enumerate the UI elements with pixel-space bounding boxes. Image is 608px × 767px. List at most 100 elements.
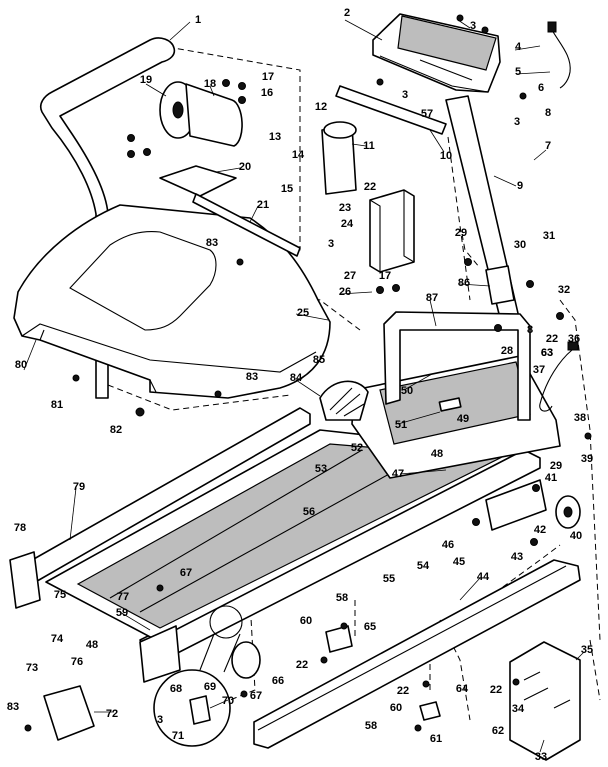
part-callout-7: 7: [545, 140, 551, 152]
detail-source-circle: [209, 605, 243, 639]
part-callout-69: 69: [204, 681, 216, 693]
part-callout-63: 63: [541, 347, 553, 359]
power-cord-lower: [539, 349, 573, 412]
side-step-rail: [253, 559, 581, 749]
part-callout-2: 2: [344, 7, 350, 19]
part-callout-54: 54: [417, 560, 430, 572]
speed-sensor: [419, 701, 441, 721]
power-cord-plug-upper: [547, 21, 557, 33]
part-callout-43: 43: [511, 551, 523, 563]
part-callout-87: 87: [426, 292, 438, 304]
part-callout-46: 46: [442, 539, 454, 551]
part-callout-83: 83: [7, 701, 19, 713]
part-callout-16: 16: [261, 87, 273, 99]
part-callout-37: 37: [533, 364, 545, 376]
transport-wheel-hub: [563, 506, 573, 518]
part-callout-4: 4: [515, 41, 522, 53]
part-callout-35: 35: [581, 644, 593, 656]
pulley-spokes: [329, 387, 365, 417]
part-callout-40: 40: [570, 530, 582, 542]
part-callout-22: 22: [490, 684, 502, 696]
controller-board: [509, 641, 581, 761]
part-callout-60: 60: [300, 615, 312, 627]
part-callout-85: 85: [313, 354, 325, 366]
console-display-strip: [397, 15, 497, 71]
part-callout-73: 73: [26, 662, 38, 674]
part-callout-29: 29: [550, 460, 562, 472]
part-callout-25: 25: [297, 307, 309, 319]
part-callout-68: 68: [170, 683, 182, 695]
motor-hood-lip: [39, 329, 157, 393]
part-callout-62: 62: [492, 725, 504, 737]
part-callout-18: 18: [204, 78, 216, 90]
part-callout-23: 23: [339, 202, 351, 214]
rear-foot-cover: [43, 685, 95, 741]
part-callout-8: 8: [527, 324, 533, 336]
sensor-bracket: [325, 625, 353, 653]
part-callout-17: 17: [262, 71, 274, 83]
part-callout-14: 14: [292, 149, 305, 161]
part-callout-48: 48: [86, 639, 98, 651]
part-callout-9: 9: [517, 180, 523, 192]
part-callout-10: 10: [440, 150, 452, 162]
part-callout-17: 17: [379, 270, 391, 282]
walking-belt-seam: [109, 449, 401, 613]
part-callout-60: 60: [390, 702, 402, 714]
part-callout-86: 86: [458, 277, 470, 289]
part-callout-64: 64: [456, 683, 469, 695]
part-callout-70: 70: [222, 695, 234, 707]
part-callout-21: 21: [257, 199, 269, 211]
power-cord-upper: [551, 29, 571, 89]
controller-bracket-side: [369, 190, 415, 272]
upper-cross-rod: [335, 85, 447, 135]
part-callout-3: 3: [514, 116, 520, 128]
part-callout-55: 55: [383, 573, 395, 585]
part-callout-45: 45: [453, 556, 465, 568]
part-callout-81: 81: [51, 399, 63, 411]
power-cord-plug-lower: [567, 341, 579, 351]
motor-mount-plate: [159, 165, 237, 197]
console-face: [379, 55, 489, 93]
rear-foot-bracket: [139, 625, 181, 683]
part-callout-31: 31: [543, 230, 555, 242]
front-upright-frame: [383, 311, 531, 421]
part-callout-59: 59: [116, 607, 128, 619]
part-callout-26: 26: [339, 286, 351, 298]
part-callout-22: 22: [364, 181, 376, 193]
tray-slot: [438, 397, 462, 412]
part-callout-3: 3: [470, 20, 476, 32]
part-callout-57: 57: [421, 108, 433, 120]
part-callout-27: 27: [344, 270, 356, 282]
part-callout-75: 75: [54, 589, 66, 601]
console-mast-bracket: [485, 265, 515, 305]
part-callout-52: 52: [351, 442, 363, 454]
part-callout-44: 44: [477, 571, 490, 583]
callout-number-layer: 1234567891011121314151617181920212223242…: [7, 7, 593, 763]
lift-frame-leg: [485, 479, 547, 531]
part-callout-53: 53: [315, 463, 327, 475]
part-callout-65: 65: [364, 621, 376, 633]
part-callout-28: 28: [501, 345, 513, 357]
part-callout-47: 47: [392, 468, 404, 480]
part-callout-56: 56: [303, 506, 315, 518]
part-callout-24: 24: [341, 218, 354, 230]
part-callout-39: 39: [581, 453, 593, 465]
part-callout-30: 30: [514, 239, 526, 251]
part-callout-11: 11: [363, 140, 375, 152]
part-callout-29: 29: [455, 227, 467, 239]
part-callout-22: 22: [397, 685, 409, 697]
part-callout-34: 34: [512, 703, 525, 715]
part-callout-36: 36: [568, 333, 580, 345]
part-callout-3: 3: [157, 714, 163, 726]
flywheel-hub: [172, 101, 184, 119]
part-callout-5: 5: [515, 66, 521, 78]
part-callout-20: 20: [239, 161, 251, 173]
part-callout-83: 83: [246, 371, 258, 383]
part-callout-83: 83: [206, 237, 218, 249]
part-callout-12: 12: [315, 101, 327, 113]
part-callout-22: 22: [546, 333, 558, 345]
part-callout-19: 19: [140, 74, 152, 86]
belt-guard-disc: [231, 641, 261, 679]
part-callout-3: 3: [402, 89, 408, 101]
